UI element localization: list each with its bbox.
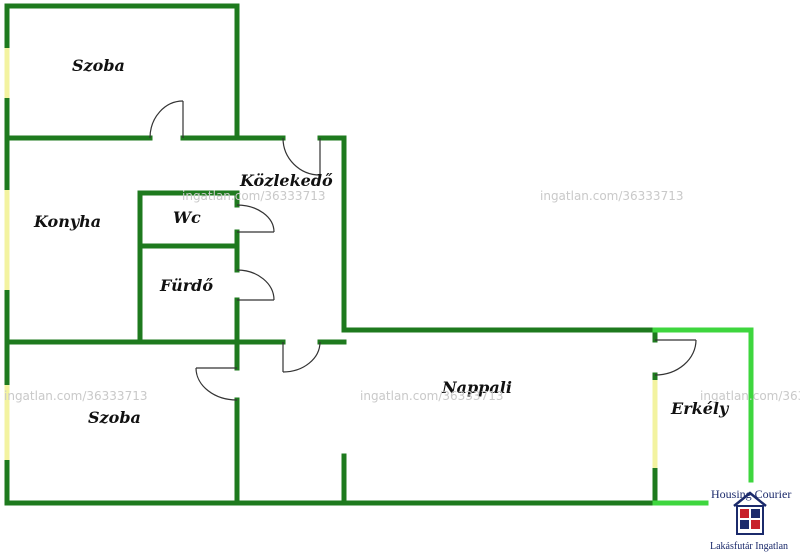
brand-tagline: Lakásfutár Ingatlan — [710, 541, 788, 552]
room-label-furdo: Fürdő — [159, 276, 213, 295]
watermark: ingatlan.com/36333713 — [4, 389, 147, 403]
house-logo-icon — [733, 491, 767, 535]
balcony-walls — [652, 327, 754, 506]
doors — [149, 100, 697, 401]
room-label-wc: Wc — [173, 208, 201, 227]
windows — [4, 48, 658, 468]
room-label-konyha: Konyha — [33, 212, 101, 231]
room-label-erkely: Erkély — [670, 399, 730, 418]
room-label-szoba-bottom: Szoba — [88, 408, 141, 427]
walls — [4, 3, 658, 506]
watermark: ingatlan.com/36333713 — [540, 189, 683, 203]
room-label-kozlekedo: Közlekedő — [239, 171, 333, 190]
watermark: ingatlan.com/36333713 — [182, 189, 325, 203]
watermark: ingatlan.com/36333713 — [700, 389, 800, 403]
watermark: ingatlan.com/36333713 — [360, 389, 503, 403]
room-label-szoba-top: Szoba — [72, 56, 125, 75]
room-label-nappali: Nappali — [441, 378, 512, 397]
